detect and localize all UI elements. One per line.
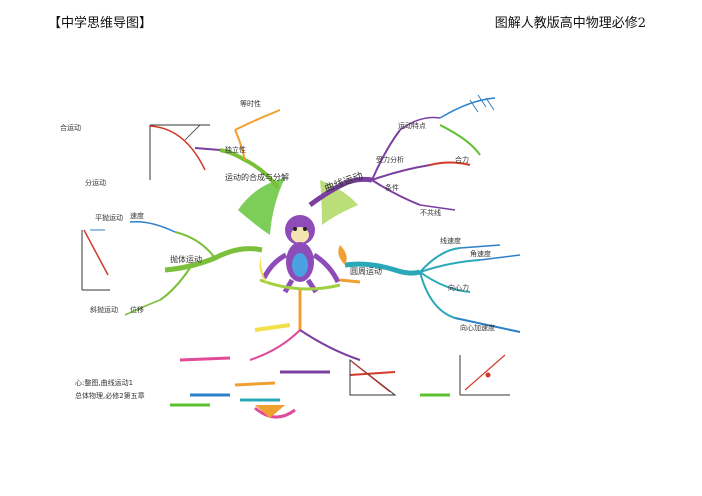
circular-child-0: 线速度 xyxy=(440,236,461,245)
composition-child-0: 合运动 xyxy=(60,123,81,132)
branch-projectile-motion xyxy=(124,220,263,316)
circular-child-1: 角速度 xyxy=(470,249,491,258)
projectile-child-0: 平抛运动 xyxy=(95,213,123,222)
branch-circular-motion xyxy=(338,244,521,333)
label-projectile: 抛体运动 xyxy=(170,254,202,264)
header-left-title: 【中学思维导图】 xyxy=(48,16,153,31)
header-right-title: 图解人教版高中物理必修2 xyxy=(494,16,646,31)
center-monkey-illustration xyxy=(238,178,358,294)
branch-curve-motion xyxy=(308,97,496,211)
graph-top-left-parabola xyxy=(149,124,210,180)
projectile-child-1: 速度 xyxy=(130,211,144,220)
curve-child-3: 合力 xyxy=(455,155,469,164)
composition-child-2: 等时性 xyxy=(240,99,261,108)
note-line-2: 总体物理,必修2第五章 xyxy=(75,391,145,400)
projectile-child-3: 斜抛运动 xyxy=(90,305,118,314)
branch-bottom-examples xyxy=(170,290,450,419)
label-circular: 圆周运动 xyxy=(350,266,382,276)
curve-child-2: 条件 xyxy=(385,183,399,192)
rain-icon-illustration xyxy=(469,94,495,113)
graph-left-velocity xyxy=(81,229,110,291)
label-center-curve: 曲线运动 xyxy=(323,169,365,195)
curve-child-1: 受力分析 xyxy=(376,155,404,164)
label-composition: 运动的合成与分解 xyxy=(225,172,289,182)
branch-composition xyxy=(194,109,281,190)
note-line-1: 心:整图,曲线运动1 xyxy=(75,378,133,387)
circular-child-2: 向心力 xyxy=(448,283,469,292)
composition-child-3: 独立性 xyxy=(225,145,246,154)
composition-child-1: 分运动 xyxy=(85,178,106,187)
curve-child-4: 不共线 xyxy=(420,208,441,217)
graph-right-slope xyxy=(459,354,510,396)
circular-child-3: 向心加速度 xyxy=(460,323,495,332)
graph-bottom-incline xyxy=(349,358,397,396)
curve-child-0: 运动特点 xyxy=(398,121,426,130)
projectile-child-2: 位移 xyxy=(130,305,144,314)
